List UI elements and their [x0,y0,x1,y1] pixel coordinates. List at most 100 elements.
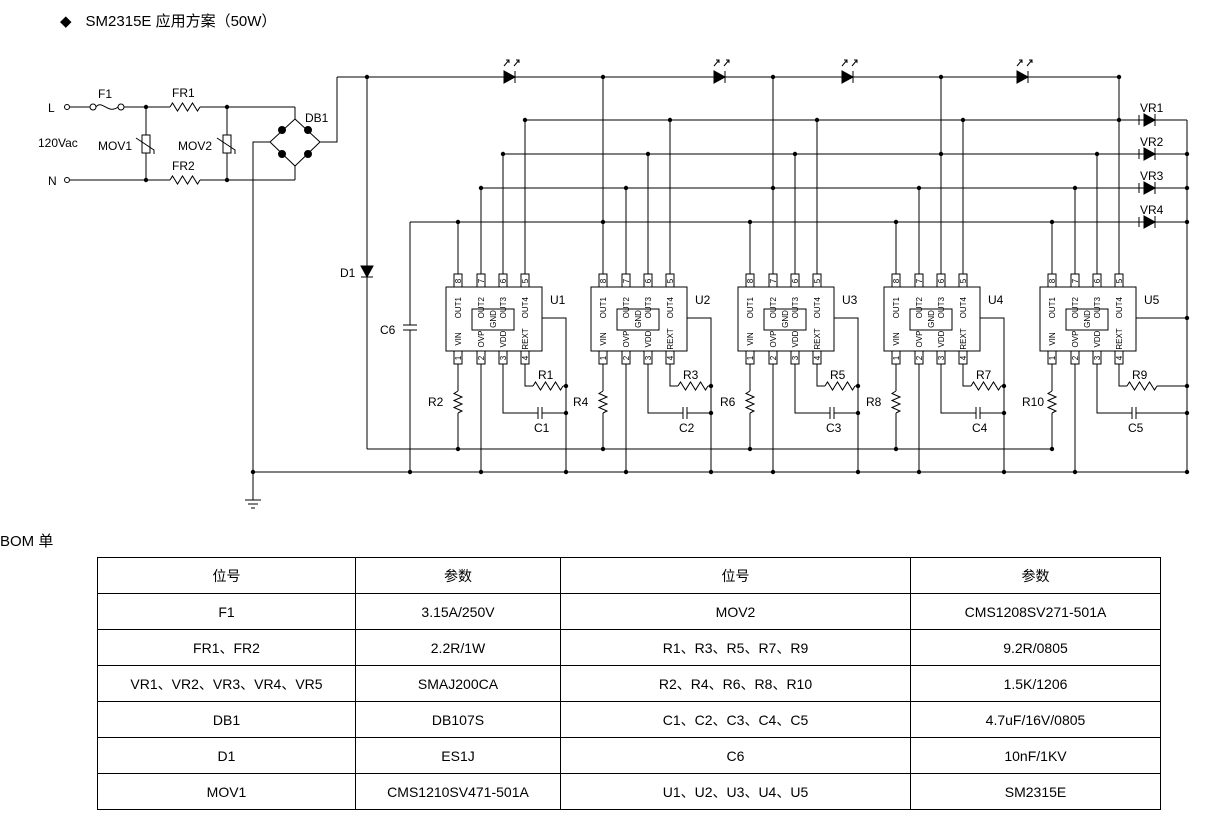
table-cell: CMS1208SV271-501A [910,593,1161,630]
resistor [532,381,564,391]
capacitor-label: C2 [679,421,695,435]
pin [1070,350,1080,365]
junction-dot [224,104,230,110]
bridge-DB1 [269,118,321,167]
junction-dot [916,469,922,475]
pin-number: 4 [959,355,968,360]
junction-dot [364,74,370,80]
pin-label: OUT4 [666,296,675,318]
junction-dot [1072,469,1078,475]
terminal-N [64,177,70,183]
pin-label: OVP [769,331,778,348]
table-cell: 2.2R/1W [355,629,561,666]
pin [914,350,924,365]
pin-number: 8 [1048,278,1057,283]
junction-dot [600,219,606,225]
junction-dot [1049,446,1055,452]
table-cell: SM2315E [910,773,1161,810]
chip-label: U5 [1144,293,1160,307]
junction-dot [1184,315,1190,321]
wire [940,364,976,414]
pin-number: 5 [813,278,822,283]
capacitor-label: C3 [826,421,842,435]
junction-dot [224,177,230,183]
varistor-MOV1 [135,137,155,154]
table-cell: SMAJ200CA [355,665,561,702]
pin [498,273,508,288]
table-cell: R2、R4、R6、R8、R10 [560,665,911,702]
junction-dot [1184,383,1190,389]
table-cell: 参数 [355,557,561,594]
resistor-label: R2 [428,395,444,409]
resistor-label: R3 [683,368,699,382]
junction-dot [770,469,776,475]
pin [520,273,530,288]
pin-number: 3 [499,355,508,360]
junction-dot [478,185,484,191]
pin-number: 2 [622,355,631,360]
pin-label: OUT1 [892,296,901,318]
junction-dot [1184,469,1190,475]
junction-dot [1094,151,1100,157]
junction-dot [747,446,753,452]
junction-dot [814,117,820,123]
resistor-label: R10 [1022,395,1044,409]
capacitor-label: C5 [1128,421,1144,435]
table-cell: MOV1 [97,773,356,810]
label-D1: D1 [340,266,356,280]
junction-dot [143,177,149,183]
table-cell: 位号 [560,557,911,594]
page-title: ◆SM2315E 应用方案（50W） [60,10,276,31]
label-VR1: VR1 [1140,101,1164,115]
pin-label: OVP [1071,331,1080,348]
pin [790,350,800,365]
junction-dot [1116,117,1122,123]
pin-number: 1 [1048,355,1057,360]
pin [498,350,508,365]
pin-label: OUT2 [915,296,924,318]
wire [816,364,825,387]
resistor [970,381,1002,391]
chip-label: U4 [988,293,1004,307]
junction-dot [623,185,629,191]
pin-number: 7 [769,278,778,283]
pin-number: 7 [915,278,924,283]
label-N: N [48,174,57,188]
pin-label: OUT4 [813,296,822,318]
pin-number: 6 [644,278,653,283]
gnd-pad [616,308,660,331]
pin [745,350,755,365]
led-icon [1016,59,1033,67]
chip-U4 [883,286,981,352]
resistor [824,381,856,391]
pin-label: OVP [622,331,631,348]
pin-label: REXT [959,328,968,349]
pin-number: 6 [1093,278,1102,283]
pin-number: 1 [746,355,755,360]
pin-label: OUT2 [622,296,631,318]
pin-label: OVP [477,331,486,348]
fuse-F1 [89,103,97,111]
varistor-MOV2 [222,134,232,154]
junction-dot [250,469,256,475]
table-cell: 参数 [910,557,1161,594]
label-F1: F1 [98,87,112,101]
pin [1092,273,1102,288]
table-cell: 3.15A/250V [355,593,561,630]
junction-dot [893,446,899,452]
junction-dot [770,185,776,191]
pin-number: 4 [666,355,675,360]
pin [476,273,486,288]
pin [958,273,968,288]
junction-dot [143,104,149,110]
gnd-label: GND [489,310,498,328]
junction-dot [455,446,461,452]
wire [502,364,538,414]
pin-number: 2 [1071,355,1080,360]
junction-dot [600,446,606,452]
label-VR2: VR2 [1140,135,1164,149]
